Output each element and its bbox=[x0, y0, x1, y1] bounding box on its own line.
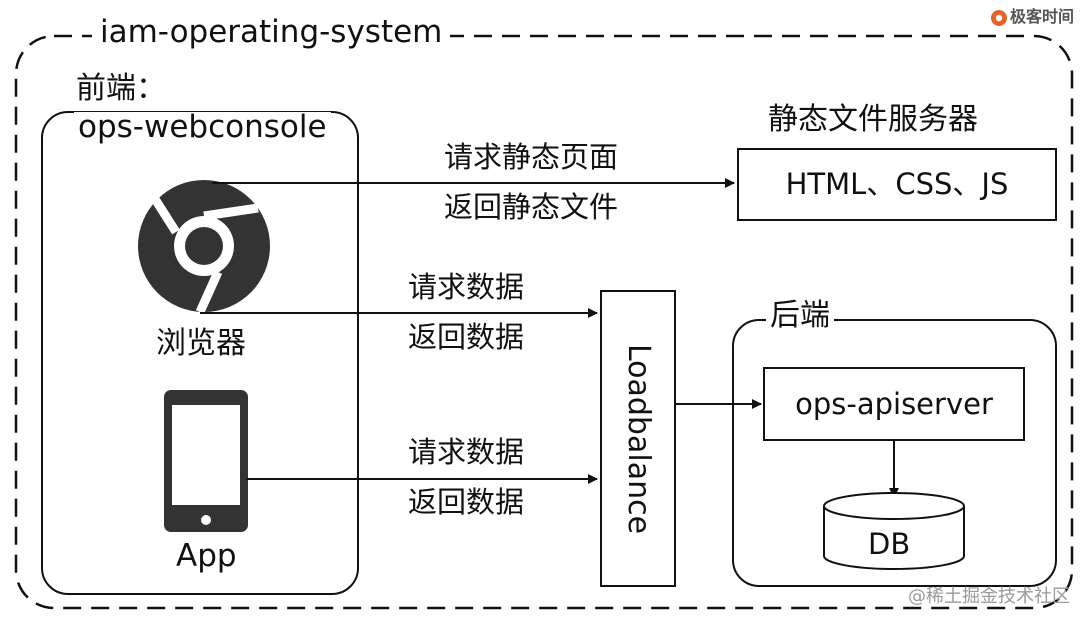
geektime-logo-text: 极客时间 bbox=[1010, 7, 1075, 26]
geektime-logo-icon bbox=[991, 10, 1007, 26]
chrome-browser-icon bbox=[138, 180, 270, 314]
db-cylinder bbox=[823, 492, 965, 570]
apiserver-label: ops-apiserver bbox=[795, 386, 993, 421]
juejin-watermark: @稀土掘金技术社区 bbox=[908, 586, 1070, 607]
static-server-title: 静态文件服务器 bbox=[768, 102, 978, 137]
frontend-title: 前端： bbox=[76, 71, 166, 106]
label-app-request: 请求数据 bbox=[408, 435, 525, 469]
label-browser-request: 请求数据 bbox=[408, 270, 525, 304]
static-server-content: HTML、CSS、JS bbox=[785, 167, 1009, 201]
label-request-static: 请求静态页面 bbox=[444, 140, 619, 174]
backend-title: 后端 bbox=[766, 301, 834, 331]
outer-system-boundary bbox=[14, 34, 1074, 610]
loadbalancer-label: Loadbalance bbox=[621, 343, 656, 534]
static-server-box: HTML、CSS、JS bbox=[737, 148, 1057, 221]
smartphone-icon bbox=[164, 390, 248, 532]
label-browser-response: 返回数据 bbox=[408, 320, 525, 354]
label-return-static: 返回静态文件 bbox=[444, 190, 619, 224]
app-label: App bbox=[176, 538, 237, 574]
browser-label: 浏览器 bbox=[156, 326, 246, 361]
loadbalancer-box: Loadbalance bbox=[600, 290, 676, 587]
db-label: DB bbox=[868, 527, 911, 561]
frontend-subtitle: ops-webconsole bbox=[74, 112, 331, 143]
label-app-response: 返回数据 bbox=[408, 485, 525, 519]
outer-system-title: iam-operating-system bbox=[92, 17, 451, 48]
apiserver-box: ops-apiserver bbox=[763, 367, 1025, 441]
backend-container bbox=[732, 319, 1057, 587]
